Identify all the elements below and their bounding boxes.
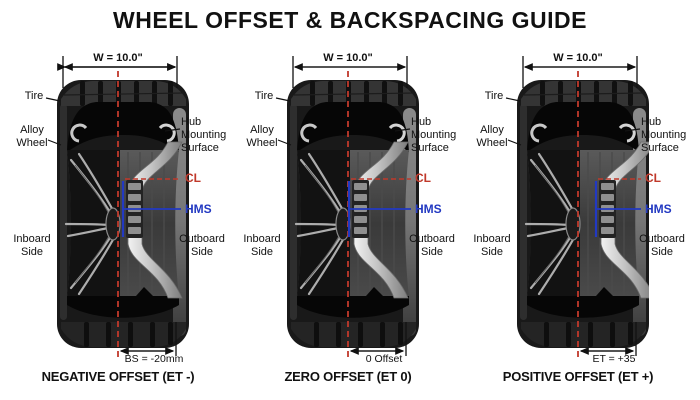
inboard-side-label: Inboard Side (13, 233, 51, 258)
centerline-label: CL (415, 171, 431, 185)
width-dimension-label: W = 10.0" (553, 52, 603, 64)
width-dimension-label: W = 10.0" (323, 52, 373, 64)
alloy-wheel-label: Alloy Wheel (246, 124, 278, 149)
wheel-caption: NEGATIVE OFFSET (ET -) (41, 369, 195, 384)
tire-label: Tire (254, 90, 274, 102)
alloy-wheel-label: Alloy Wheel (16, 124, 48, 149)
hms-label: HMS (645, 202, 672, 216)
page-title: WHEEL OFFSET & BACKSPACING GUIDE (113, 7, 587, 33)
outboard-side-label: Outboard Side (179, 233, 225, 258)
wheel-caption: ZERO OFFSET (ET 0) (284, 369, 412, 384)
wheel-diagram-positive: W = 10.0" Tire Alloy Wheel Hub Mounting … (460, 0, 690, 400)
offset-value-label: 0 Offset (365, 353, 403, 365)
hub-mounting-surface-label: Hub Mounting Surface (411, 116, 457, 154)
label-pointer-lines (505, 97, 641, 146)
hms-label: HMS (185, 202, 212, 216)
wheel-graphic-negative (45, 56, 191, 358)
width-dimension-label: W = 10.0" (93, 52, 143, 64)
offset-value-label: ET = +35 (592, 353, 636, 365)
wheel-graphic-positive (505, 56, 651, 358)
alloy-wheel-label: Alloy Wheel (476, 124, 508, 149)
wheel-graphic-zero (275, 56, 421, 358)
tire-label: Tire (484, 90, 504, 102)
width-dimension (522, 56, 638, 88)
centerline-label: CL (645, 171, 661, 185)
wheel-diagram-zero: W = 10.0" Tire Alloy Wheel Hub Mounting … (230, 0, 460, 400)
inboard-side-label: Inboard Side (473, 233, 511, 258)
hub-mounting-surface-label: Hub Mounting Surface (641, 116, 687, 154)
tire-label: Tire (24, 90, 44, 102)
hms-label: HMS (415, 202, 442, 216)
offset-value-label: BS = -20mm (124, 353, 184, 365)
label-pointer-lines (275, 97, 411, 146)
wheel-caption: POSITIVE OFFSET (ET +) (502, 369, 654, 384)
inboard-side-label: Inboard Side (243, 233, 281, 258)
hub-mounting-surface-label: Hub Mounting Surface (181, 116, 227, 154)
outboard-side-label: Outboard Side (409, 233, 455, 258)
label-pointer-lines (45, 97, 181, 146)
width-dimension (292, 56, 408, 88)
outboard-side-label: Outboard Side (639, 233, 685, 258)
centerline-label: CL (185, 171, 201, 185)
wheel-diagram-negative: W = 10.0" Tire Alloy Wheel Hub Mounting … (0, 0, 230, 400)
